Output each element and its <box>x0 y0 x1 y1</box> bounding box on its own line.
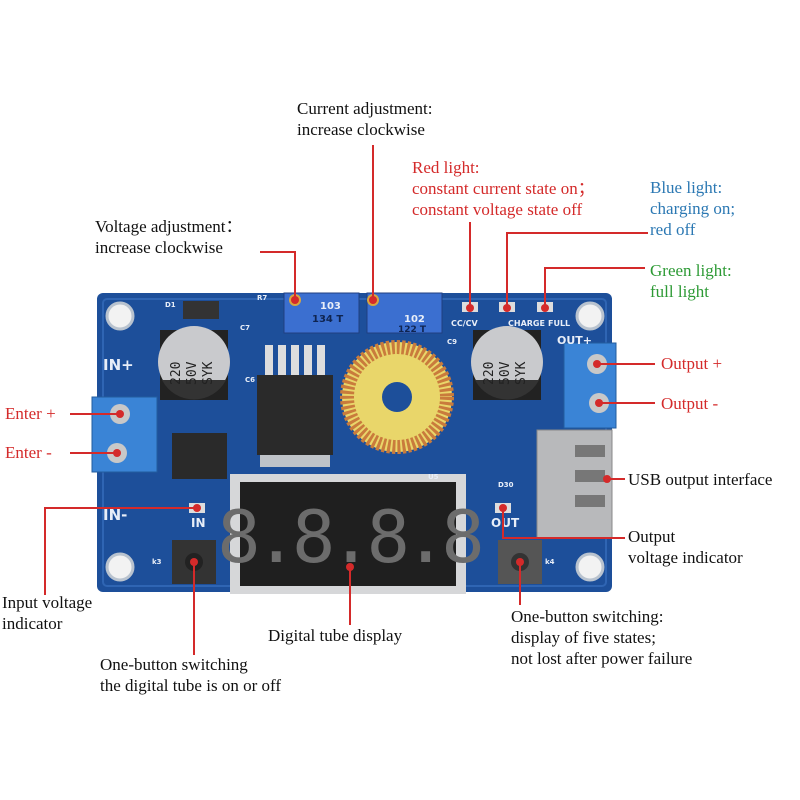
regulator-ic <box>257 345 333 467</box>
label-k3-button-line2: the digital tube is on or off <box>100 676 281 695</box>
silk-in-plus: IN+ <box>103 356 134 374</box>
silk-charge: CHARGE <box>508 319 545 328</box>
cap-value: 220 <box>169 362 184 385</box>
label-k4-button-line2: display of five states; <box>511 628 656 647</box>
label-k4-button-line3: not lost after power failure <box>511 649 692 668</box>
label-blue-light: Blue light: <box>650 178 722 197</box>
silk-u5: U5 <box>428 473 439 481</box>
silk-cc-cv: CC/CV <box>451 319 479 328</box>
label-digital-tube-display: Digital tube display <box>268 626 403 645</box>
silk-in: IN <box>191 516 206 530</box>
output-capacitor <box>471 326 543 400</box>
label-current-adjustment-detail: increase clockwise <box>297 120 425 139</box>
cap-brand: SYK <box>514 361 529 385</box>
cap-voltage: 50V <box>498 361 513 385</box>
silk-in-minus: IN- <box>103 506 127 524</box>
label-voltage-adjustment: Voltage adjustment： <box>95 217 242 236</box>
label-output-voltage-line2: voltage indicator <box>628 548 743 567</box>
label-blue-light-line2: charging on; <box>650 199 735 218</box>
silk-d1: D1 <box>165 301 176 309</box>
label-output-voltage: Output <box>628 527 676 546</box>
pot1-marking: 103 <box>320 301 341 312</box>
output-terminal-block[interactable] <box>563 342 617 429</box>
cap-value: 220 <box>482 362 497 385</box>
diode-sk <box>172 433 227 479</box>
current-potentiometer[interactable] <box>366 292 443 334</box>
diode-d1 <box>183 301 219 319</box>
silk-out: OUT <box>491 516 520 530</box>
cap-brand: SYK <box>201 361 216 385</box>
silk-k3: k3 <box>152 558 162 566</box>
pot2-marking: 102 <box>404 314 425 325</box>
label-red-light-line2: constant current state on； <box>412 179 595 198</box>
label-red-light: Red light: <box>412 158 480 177</box>
digital-tube-display: 8.8.8.8 <box>217 474 486 594</box>
leader-lines <box>44 145 655 655</box>
silk-c7: C7 <box>240 324 250 332</box>
label-output-minus: Output - <box>661 394 718 413</box>
silk-full: FULL <box>548 319 570 328</box>
label-input-voltage: Input voltage <box>2 593 92 612</box>
mounting-hole <box>105 301 605 582</box>
silk-c9: C9 <box>447 338 457 346</box>
silk-out-plus: OUT+ <box>557 334 592 347</box>
usb-port[interactable] <box>536 429 613 539</box>
label-red-light-line3: constant voltage state off <box>412 200 582 219</box>
label-output-plus: Output + <box>661 354 722 373</box>
label-blue-light-line3: red off <box>650 220 696 239</box>
label-usb-output: USB output interface <box>628 470 772 489</box>
label-green-light: Green light: <box>650 261 732 280</box>
label-input-voltage-line2: indicator <box>2 614 63 633</box>
toroid-inductor <box>340 340 454 454</box>
input-capacitor <box>158 326 230 400</box>
pcb-board: 103 134 T 102 122 T 220 50V SYK 220 50V … <box>91 292 617 594</box>
label-current-adjustment: Current adjustment: <box>297 99 433 118</box>
input-terminal-block[interactable] <box>91 396 158 473</box>
pot2-turns-marking: 122 T <box>398 325 427 335</box>
label-green-light-line2: full light <box>650 282 709 301</box>
cap-voltage: 50V <box>185 361 200 385</box>
pot1-turns-marking: 134 T <box>312 314 343 325</box>
label-k3-button: One-button switching <box>100 655 248 674</box>
silk-d30: D30 <box>498 481 514 489</box>
label-enter-minus: Enter - <box>5 443 52 462</box>
label-voltage-adjustment-detail: increase clockwise <box>95 238 223 257</box>
label-k4-button: One-button switching: <box>511 607 664 626</box>
silk-r7: R7 <box>257 294 267 302</box>
silk-c6: C6 <box>245 376 255 384</box>
label-enter-plus: Enter + <box>5 404 56 423</box>
annotation-labels: Current adjustment: increase clockwise V… <box>2 99 772 695</box>
silk-k4: k4 <box>545 558 555 566</box>
